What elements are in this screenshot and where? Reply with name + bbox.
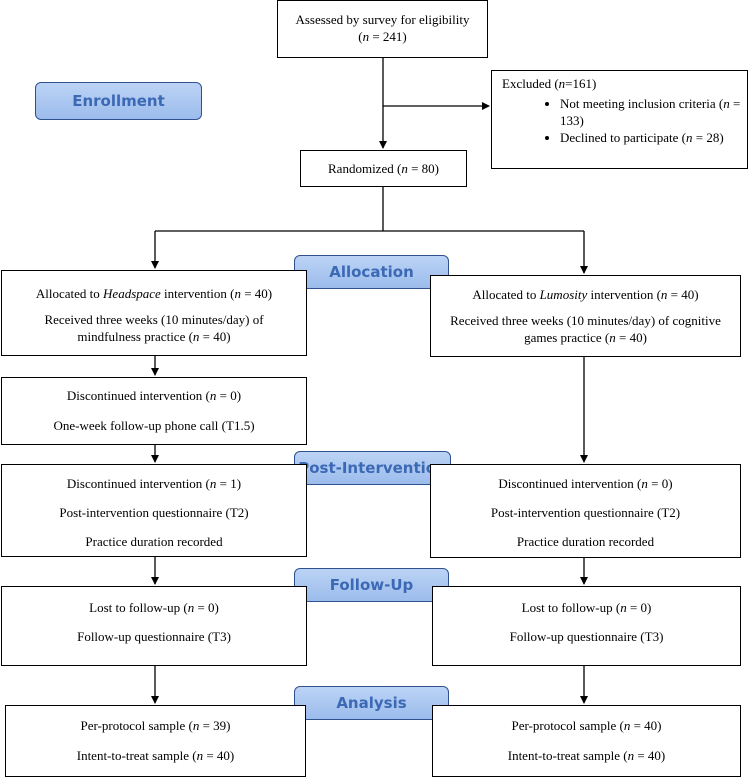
stage-enrollment: Enrollment [35,82,202,120]
right-per-protocol-text: Per-protocol sample (n = 40) [511,718,662,733]
right-allocation-box: Allocated to Lumosity intervention (n = … [430,275,741,357]
right-followup-questionnaire-text: Follow-up questionnaire (T3) [509,629,664,644]
stage-enrollment-label: Enrollment [72,92,165,110]
right-discontinued-text: Discontinued intervention (n = 0) [498,476,673,491]
assessed-box: Assessed by survey for eligibility (n = … [277,0,488,58]
right-lost-text: Lost to follow-up (n = 0) [521,600,652,615]
right-post-questionnaire-text: Post-intervention questionnaire (T2) [490,505,681,520]
left-received-line1: Received three weeks (10 minutes/day) of [44,312,264,327]
stage-follow-up-label: Follow-Up [329,576,414,594]
left-per-protocol-text: Per-protocol sample (n = 39) [80,718,231,733]
left-discontinued2-text: Discontinued intervention (n = 1) [66,476,242,491]
left-itt-text: Intent-to-treat sample (n = 40) [76,748,235,763]
stage-follow-up: Follow-Up [294,568,449,602]
randomized-text: Randomized (n = 80) [328,161,439,176]
stage-analysis: Analysis [294,686,449,720]
assessed-line1: Assessed by survey for eligibility [295,12,470,27]
right-allocated-text: Allocated to Lumosity intervention (n = … [472,287,699,302]
left-discontinued-text: Discontinued intervention (n = 0) [66,388,242,403]
left-received-line2: mindfulness practice (n = 40) [77,329,231,344]
left-allocation-box: Allocated to Headspace intervention (n =… [1,270,307,356]
right-analysis-box: Per-protocol sample (n = 40) Intent-to-t… [432,705,741,777]
stage-post-intervention-label: Post-Intervention [298,459,447,477]
left-analysis-box: Per-protocol sample (n = 39) Intent-to-t… [5,705,306,777]
randomized-box: Randomized (n = 80) [300,150,467,187]
left-discontinued-box: Discontinued intervention (n = 0) One-we… [1,377,307,445]
excluded-box: Excluded (n=161) Not meeting inclusion c… [491,70,748,169]
right-received-line2: games practice (n = 40) [524,330,647,345]
left-allocated-text: Allocated to Headspace intervention (n =… [35,286,273,301]
excluded-title: Excluded (n=161) [502,76,597,91]
left-post-intervention-box: Discontinued intervention (n = 1) Post-i… [1,464,307,557]
stage-post-intervention: Post-Intervention [294,451,451,485]
right-post-intervention-box: Discontinued intervention (n = 0) Post-i… [430,464,741,558]
left-duration-text: Practice duration recorded [85,534,223,549]
right-received-line1: Received three weeks (10 minutes/day) of… [450,313,721,328]
assessed-line2: (n = 241) [358,29,407,44]
excluded-list: Not meeting inclusion criteria (n = 133)… [502,95,741,146]
excluded-item-criteria: Not meeting inclusion criteria (n = 133) [560,95,741,129]
right-itt-text: Intent-to-treat sample (n = 40) [507,748,666,763]
left-post-questionnaire-text: Post-intervention questionnaire (T2) [59,505,249,520]
stage-allocation-label: Allocation [329,263,414,281]
left-followup-questionnaire-text: Follow-up questionnaire (T3) [77,629,231,644]
left-phone-call-text: One-week follow-up phone call (T1.5) [53,418,255,433]
left-lost-text: Lost to follow-up (n = 0) [89,600,219,615]
stage-allocation: Allocation [294,255,449,289]
right-follow-up-box: Lost to follow-up (n = 0) Follow-up ques… [432,586,741,666]
stage-analysis-label: Analysis [336,694,407,712]
right-duration-text: Practice duration recorded [516,534,655,549]
excluded-item-declined: Declined to participate (n = 28) [560,129,741,146]
left-follow-up-box: Lost to follow-up (n = 0) Follow-up ques… [1,586,307,666]
